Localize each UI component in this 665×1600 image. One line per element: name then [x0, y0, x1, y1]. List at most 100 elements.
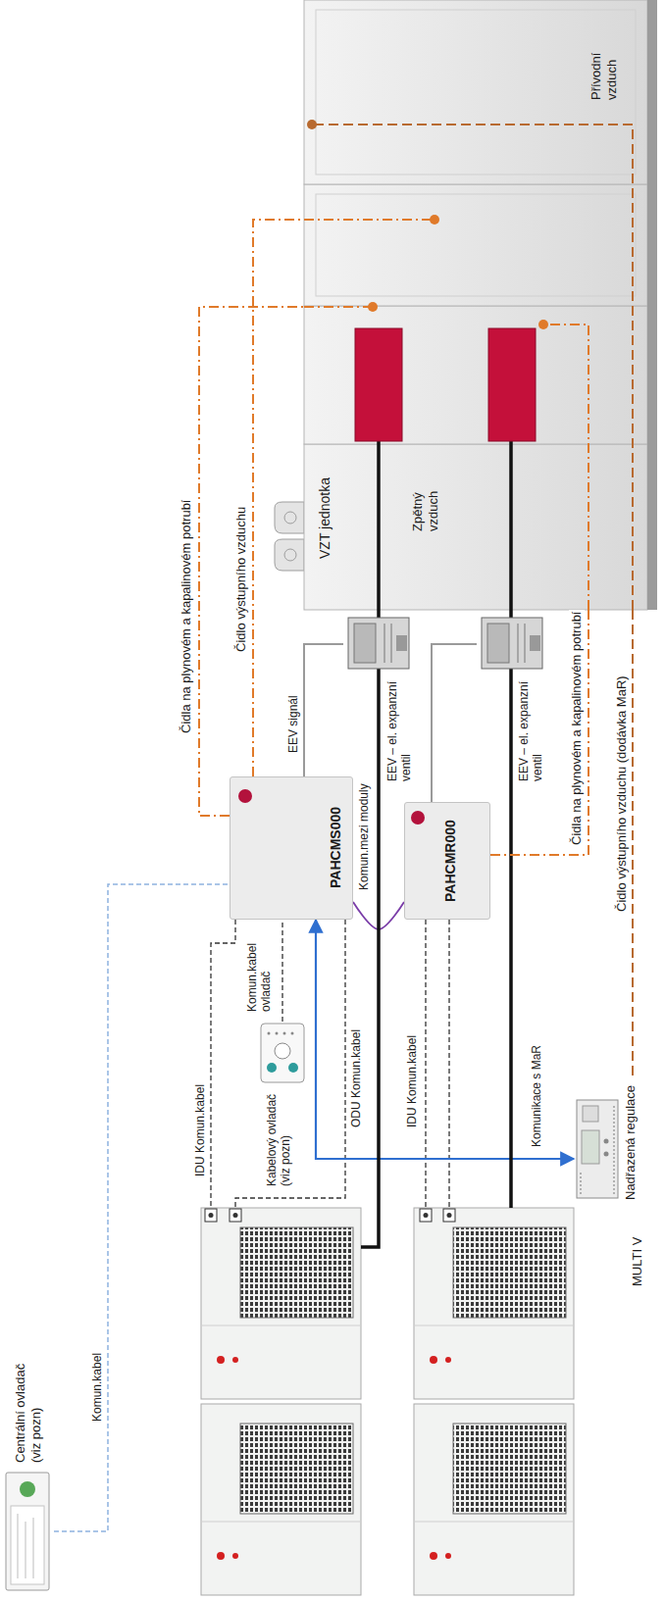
- ahu-section: [304, 0, 648, 185]
- ahu-section: [304, 184, 648, 307]
- connector: [53, 884, 230, 1533]
- terminal-screw: [423, 1213, 429, 1219]
- cabinet: [413, 1208, 574, 1400]
- edge-label: ODU Komun.kabel: [349, 1027, 363, 1130]
- coil: [488, 328, 536, 442]
- valve-detail: [391, 623, 393, 664]
- terminal: [419, 1209, 432, 1223]
- terminal: [443, 1209, 456, 1223]
- edge-label: IDU Komun.kabel: [405, 1033, 419, 1130]
- controller-label: Nadřazená regulace: [622, 1085, 639, 1201]
- indicator: [216, 1552, 225, 1561]
- brand-logo: [238, 789, 253, 804]
- display: [10, 1506, 45, 1586]
- keypad: [582, 1106, 599, 1123]
- panel-line: [413, 1522, 574, 1524]
- fan-housing: [274, 539, 305, 571]
- edge-label: Čidlo výstupního vzduchu: [233, 505, 250, 655]
- terminal: [229, 1209, 242, 1223]
- section-label: Přívodní vzduch: [588, 26, 619, 101]
- valve-detail: [517, 623, 519, 664]
- edge-label: IDU Komun.kabel: [193, 1082, 207, 1179]
- fan-housing: [274, 502, 305, 534]
- connector: [424, 920, 426, 1209]
- wired-controller: Kabelový ovladač (viz pozn): [256, 1022, 308, 1189]
- button: [266, 1063, 277, 1074]
- connector: [253, 219, 305, 777]
- indicator: [232, 1357, 239, 1364]
- led: [283, 1032, 287, 1036]
- module-name: PAHCMR000: [442, 819, 460, 903]
- indicator: [232, 1553, 239, 1560]
- grille: [240, 1424, 354, 1515]
- connector: [315, 920, 574, 1160]
- connector: [431, 644, 477, 803]
- sensor-dot: [538, 319, 549, 330]
- central-controller-icon: [5, 1473, 50, 1591]
- ahu-section: [304, 444, 648, 611]
- panel-line: [413, 1326, 574, 1328]
- grille: [240, 1227, 354, 1319]
- valve-body: [481, 617, 543, 669]
- terminal: [204, 1209, 217, 1223]
- button: [604, 1139, 610, 1145]
- unit-label: MULTI V: [629, 1237, 646, 1287]
- edge-label: Komunikace s MaR: [529, 1043, 544, 1150]
- terminal-screw: [447, 1213, 453, 1219]
- dial: [274, 1043, 291, 1060]
- panel-line: [201, 1326, 361, 1328]
- valve-detail: [384, 623, 386, 664]
- panel-line: [315, 9, 636, 175]
- valve-port: [529, 635, 541, 652]
- module-name: PAHCMS000: [327, 807, 345, 889]
- unit-title: VZT jednotka: [316, 477, 334, 560]
- control-module-box: PAHCMR000: [404, 802, 491, 921]
- sensor-lead: [315, 124, 633, 611]
- connector: [210, 920, 236, 1209]
- display: [581, 1130, 600, 1165]
- ahu-section: [304, 306, 648, 445]
- sensor-dot: [429, 214, 440, 225]
- outdoor-unit-group: MULTI V: [201, 1208, 574, 1596]
- sensor-lead: [304, 218, 431, 221]
- valve-port: [396, 635, 408, 652]
- edge-label: Čidla na plynovém a kapalinovém potrubí: [178, 498, 195, 736]
- expansion-valve: EEV – el. expanzní ventil: [343, 614, 418, 782]
- device-body: [260, 1023, 305, 1083]
- led: [291, 1032, 295, 1036]
- connector: [304, 644, 344, 777]
- edge-label: Komun.kabel ovladač: [245, 929, 274, 1015]
- cabinet: [201, 1404, 361, 1596]
- terminal-screw: [233, 1213, 239, 1219]
- button: [19, 1482, 36, 1498]
- air-handling-unit: VZT jednotkaZpětný vzduchPřívodní vzduch: [304, 0, 648, 611]
- indicator: [429, 1552, 438, 1561]
- valve-body: [348, 617, 410, 669]
- cabinet: [413, 1404, 574, 1596]
- device-body: [5, 1473, 50, 1591]
- led: [275, 1032, 279, 1036]
- terminal-strip: [613, 1104, 615, 1195]
- led: [267, 1032, 271, 1036]
- indicator: [429, 1356, 438, 1365]
- button: [604, 1152, 610, 1158]
- device-body: [576, 1100, 618, 1199]
- cabinet: [201, 1208, 361, 1400]
- air-handling-unit-body: [274, 0, 658, 611]
- indicator: [445, 1553, 452, 1560]
- sensor-dot: [367, 302, 378, 312]
- terminal-screw: [208, 1213, 214, 1219]
- terminal-strip: [580, 1171, 582, 1195]
- indicator: [216, 1356, 225, 1365]
- valve-label: EEV – el. expanzní ventil: [385, 678, 414, 782]
- connector: [199, 306, 305, 817]
- controller-label: Kabelový ovladač (viz pozn): [264, 1088, 294, 1187]
- base-rail: [647, 0, 658, 611]
- grille: [453, 1227, 566, 1319]
- expansion-valve-icon: [348, 617, 410, 669]
- brand-logo: [410, 811, 425, 825]
- central-controller: Centrální ovladač (viz pozn): [2, 1340, 54, 1596]
- controller-label: Centrální ovladač (viz pozn): [12, 1350, 44, 1464]
- plc-icon: [576, 1100, 618, 1199]
- expansion-valve: EEV – el. expanzní ventil: [476, 614, 551, 782]
